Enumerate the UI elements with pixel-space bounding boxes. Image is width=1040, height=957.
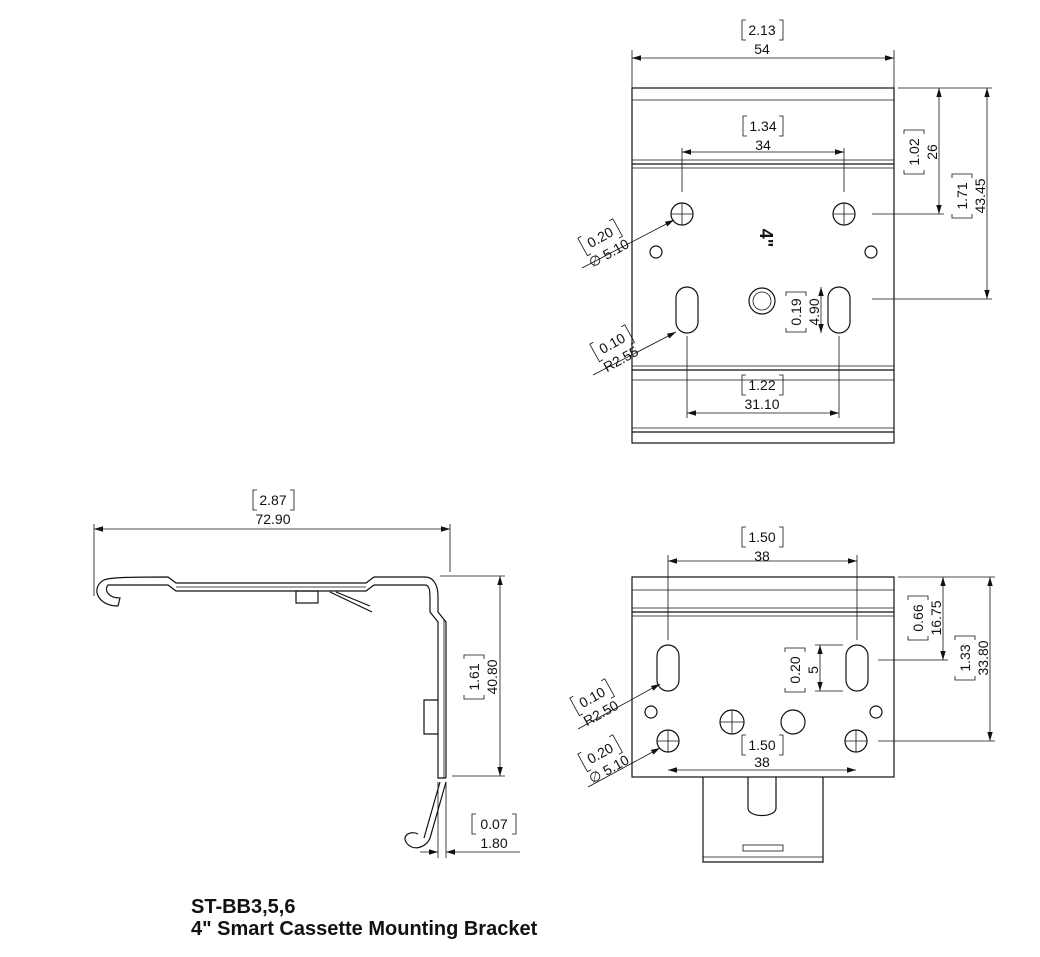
center-boss [748,287,776,315]
dim-slot-spacing-in: 1.22 [748,377,775,393]
mounting-hole [656,729,680,753]
dim-overall-length-in: 2.87 [259,492,286,508]
dim-top-to-hole-mm: 26 [924,144,940,160]
dim-hole-spacing-in: 1.50 [748,737,775,753]
view-side: 2.87 72.90 1.61 40.80 0.07 1.80 [93,489,520,858]
mounting-hole [844,729,868,753]
plain-hole [780,709,806,735]
dim-top-to-hole-in: 1.02 [906,138,922,165]
mounting-hole [670,202,694,226]
drawing-caption: ST-BB3,5,6 4" Smart Cassette Mounting Br… [191,896,537,940]
dim-thickness-in: 0.07 [480,816,507,832]
spring-clip [329,591,447,849]
dim-top-to-slot-in: 1.71 [954,182,970,209]
dim-overall-width-in: 2.13 [748,22,775,38]
dim-thickness-mm: 1.80 [480,835,507,851]
dim-hole-spacing-mm: 38 [754,754,770,770]
dim-top-to-slot-mm: 43.45 [972,178,988,213]
dim-hole-spacing-mm: 34 [755,137,771,153]
dim-hole-spacing-in: 1.34 [749,118,776,134]
dim-slot-length-mm: 5 [805,666,821,674]
slot [675,286,699,334]
dim-top-to-slot-mm: 16.75 [928,600,944,635]
dim-height-in: 1.61 [466,663,482,690]
small-hole [869,705,883,719]
dim-top-to-hole-in: 1.33 [957,644,973,671]
mounting-hole [719,709,745,735]
dim-slot-length-in: 0.19 [788,298,804,325]
mounting-hole [832,202,856,226]
dim-overall-length-mm: 72.90 [255,511,290,527]
slot [845,644,869,692]
bracket-profile [96,576,447,779]
dim-slot-spacing-in: 1.50 [748,529,775,545]
plate-outline [631,87,895,444]
slot [656,644,680,692]
small-hole [644,705,658,719]
size-stamp: 4" [756,229,776,248]
part-number: ST-BB3,5,6 [191,896,296,918]
plate-outline [631,576,895,778]
dim-slot-length-mm: 4.90 [806,298,822,325]
small-hole [864,245,878,259]
slot [827,286,851,334]
view-bottom-right: 1.50 38 1.50 38 0.10 R2.50 0.20 ∅ 5.10 0… [569,526,995,863]
view-top-right: 4" 2.13 54 1.34 34 0.20 ∅ 5.10 0.10 R2.5… [577,19,992,444]
dim-top-to-hole-mm: 33.80 [975,640,991,675]
dim-slot-spacing-mm: 38 [754,548,770,564]
small-hole [649,245,663,259]
dim-height-mm: 40.80 [484,659,500,694]
fastener [295,590,319,604]
dim-slot-spacing-mm: 31.10 [744,396,779,412]
dim-overall-width-mm: 54 [754,41,770,57]
dim-top-to-slot-in: 0.66 [910,604,926,631]
bottom-tab [702,777,824,863]
part-description: 4" Smart Cassette Mounting Bracket [191,918,538,940]
dim-slot-length-in: 0.20 [787,656,803,683]
